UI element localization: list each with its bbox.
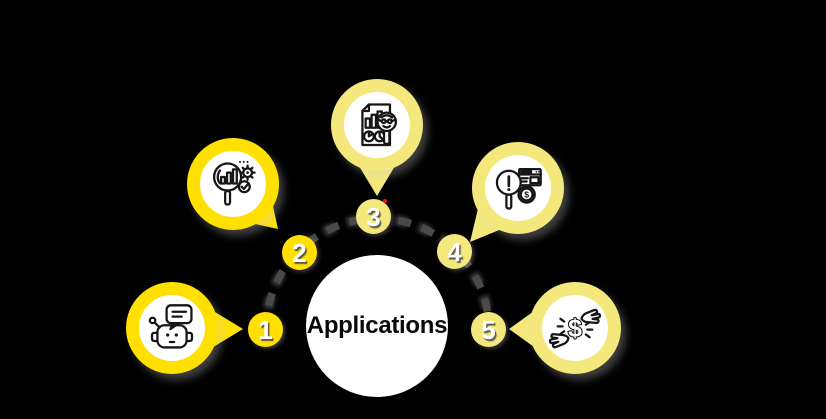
dollar-glyph: $ (568, 316, 582, 343)
red-dot-artifact (383, 199, 387, 203)
step-1-number: 1 (258, 314, 273, 345)
step-5-number-badge: 5 (471, 312, 506, 347)
step-1-number-badge: 1 (248, 312, 283, 347)
money-exchange-hands-icon: $ (548, 308, 602, 349)
step-5-icon-disc: $ (542, 295, 608, 361)
step-3-number: 3 (366, 201, 381, 232)
applications-label: Applications (306, 312, 448, 339)
data-analysis-magnifier-icon (212, 160, 256, 206)
step-1-icon-bubble (126, 282, 218, 374)
step-4-icon-bubble: $ (472, 142, 564, 234)
step-2-icon-bubble (187, 138, 279, 230)
applications-circle: Applications (306, 255, 448, 397)
risk-alert-money-magnifier-icon: $ (495, 167, 542, 210)
step-3-icon-bubble (331, 79, 423, 171)
step-5-number: 5 (481, 314, 496, 345)
step-3-icon-disc (344, 92, 410, 158)
step-4-number: 4 (447, 236, 462, 267)
chatbot-icon (148, 304, 194, 349)
dollar-glyph: $ (524, 190, 529, 200)
step-1-icon-disc (139, 295, 205, 361)
step-5-icon-bubble: $ (529, 282, 621, 374)
step-3-number-badge: 3 (356, 199, 391, 234)
step-2-number-badge: 2 (282, 235, 317, 270)
step-2-icon-disc (200, 151, 266, 217)
step-4-icon-disc: $ (485, 155, 551, 221)
step-4-number-badge: 4 (437, 234, 472, 269)
fraud-report-magnifier-icon (361, 103, 398, 147)
step-2-number: 2 (292, 237, 307, 268)
